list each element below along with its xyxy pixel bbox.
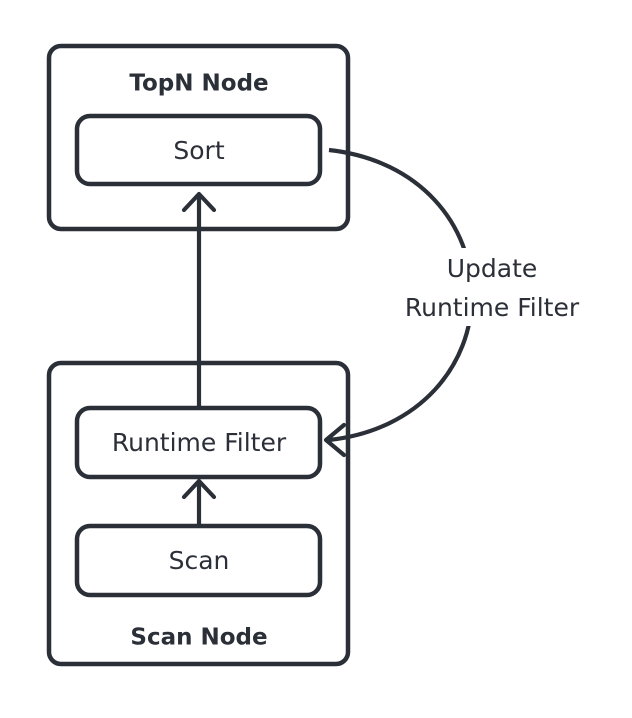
runtime-filter-box-label: Runtime Filter: [112, 428, 287, 457]
edge-scan-to-runtime-filter: [181, 478, 217, 526]
topn-node-title: TopN Node: [129, 71, 268, 97]
sort-box[interactable]: Sort: [74, 113, 323, 187]
runtime-filter-box[interactable]: Runtime Filter: [74, 405, 323, 480]
scan-node-title: Scan Node: [130, 625, 267, 651]
node-topn[interactable]: TopN Node Sort: [46, 43, 351, 232]
edge-update-runtime-filter: Update Runtime Filter: [323, 147, 590, 458]
annotation-label-backdrop: [385, 248, 590, 326]
sort-box-border: [74, 113, 323, 187]
edge-runtime-filter-to-sort: [181, 191, 217, 408]
scan-box[interactable]: Scan: [74, 523, 323, 598]
edge-runtime-filter-to-sort-arrowhead: [181, 191, 217, 213]
edge-label-line2: Runtime Filter: [405, 293, 580, 322]
edge-label-line1: Update: [447, 254, 538, 283]
edge-scan-to-runtime-filter-arrowhead: [181, 478, 217, 500]
scan-box-label: Scan: [169, 546, 230, 575]
sort-box-label: Sort: [173, 136, 224, 165]
edge-update-runtime-filter-arrowhead: [323, 422, 347, 458]
